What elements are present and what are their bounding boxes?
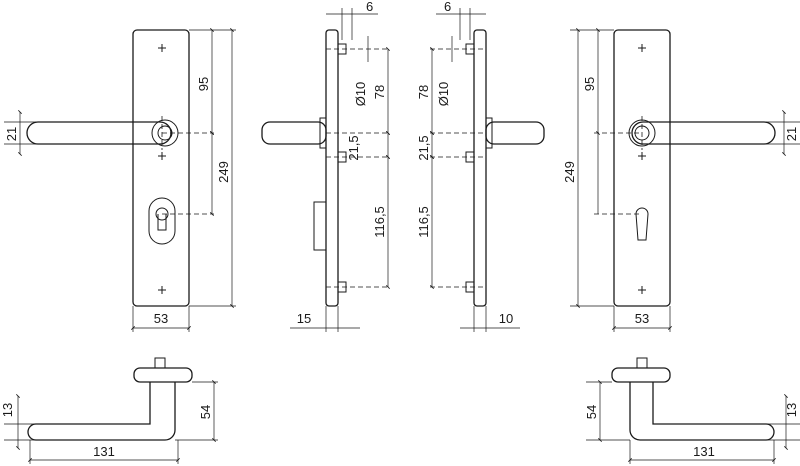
dim-21-right: 21 (784, 127, 799, 141)
spindle-top-left (154, 357, 166, 369)
dim-line (459, 8, 471, 40)
side-view-right: 6 Ø10 78 21,5 116,5 10 (416, 0, 545, 332)
lever-plan-left (27, 382, 176, 441)
dim-13-left: 13 (0, 403, 15, 417)
dim-line (4, 423, 36, 441)
cylinder-escutcheon-left (148, 197, 176, 245)
plan-view-left: 54 13 131 (0, 357, 218, 464)
dim-21-5-right: 21,5 (416, 135, 431, 160)
dim-13-right: 13 (784, 403, 799, 417)
dim-6-right: 6 (444, 0, 451, 14)
screw-mark (638, 286, 646, 294)
screw-mark (158, 286, 166, 294)
side-view-left: 6 Ø10 78 21,5 116,5 15 (261, 0, 390, 332)
dim-131-left: 131 (93, 444, 115, 459)
dim-78-right: 78 (416, 85, 431, 99)
neck-right (485, 117, 493, 149)
front-view-right: 95 249 21 53 (562, 28, 800, 332)
spindle-top-right (636, 357, 648, 369)
screw-mark (638, 152, 646, 160)
lever-handle-left (26, 121, 172, 145)
dim-53-right: 53 (635, 311, 649, 326)
handle-stub-right (485, 121, 545, 145)
cylinder-side-left (313, 201, 327, 251)
plate-side-left (325, 29, 339, 307)
handle-stub-left (261, 121, 327, 145)
cylinder-hole-left (155, 207, 169, 221)
dim-54-right: 54 (584, 405, 599, 419)
centerline (430, 48, 486, 288)
rose-top-right (611, 367, 671, 383)
dim-131-right: 131 (693, 444, 715, 459)
front-view-left: 95 249 21 53 (4, 28, 236, 332)
dim-6-left: 6 (366, 0, 373, 14)
dim-line (766, 423, 800, 441)
screw-mark (158, 152, 166, 160)
dim-95-left: 95 (196, 77, 211, 91)
lever-handle-right (631, 121, 776, 145)
dim-78-left: 78 (372, 85, 387, 99)
profile-cylinder-right (635, 207, 649, 241)
lever-plan-right (629, 382, 775, 441)
dim-21-5-left: 21,5 (346, 135, 361, 160)
plate-side-right (473, 29, 487, 307)
dim-line (764, 121, 800, 145)
dim-10: 10 (499, 311, 513, 326)
dim-116-5-right: 116,5 (416, 206, 431, 238)
dim-d10-right: Ø10 (436, 82, 451, 107)
plan-view-right: 54 13 131 (584, 357, 800, 464)
dim-line (341, 8, 353, 40)
dim-249-inner-left: 249 (216, 161, 231, 183)
dim-95-right: 95 (582, 77, 597, 91)
screw-mark (638, 44, 646, 52)
backplate-right (613, 29, 671, 307)
dim-15: 15 (297, 311, 311, 326)
dim-53-left: 53 (154, 311, 168, 326)
rose-top-left (133, 367, 193, 383)
dim-line (4, 121, 40, 145)
screw-mark (158, 44, 166, 52)
cylinder-slot-left (157, 214, 167, 231)
dim-54-left: 54 (198, 405, 213, 419)
dim-21-left: 21 (4, 127, 19, 141)
dim-116-5-left: 116,5 (372, 206, 387, 238)
dim-249-right: 249 (562, 161, 577, 183)
backplate-left (132, 29, 190, 307)
centerline (594, 116, 643, 215)
dim-d10-left: Ø10 (353, 82, 368, 107)
